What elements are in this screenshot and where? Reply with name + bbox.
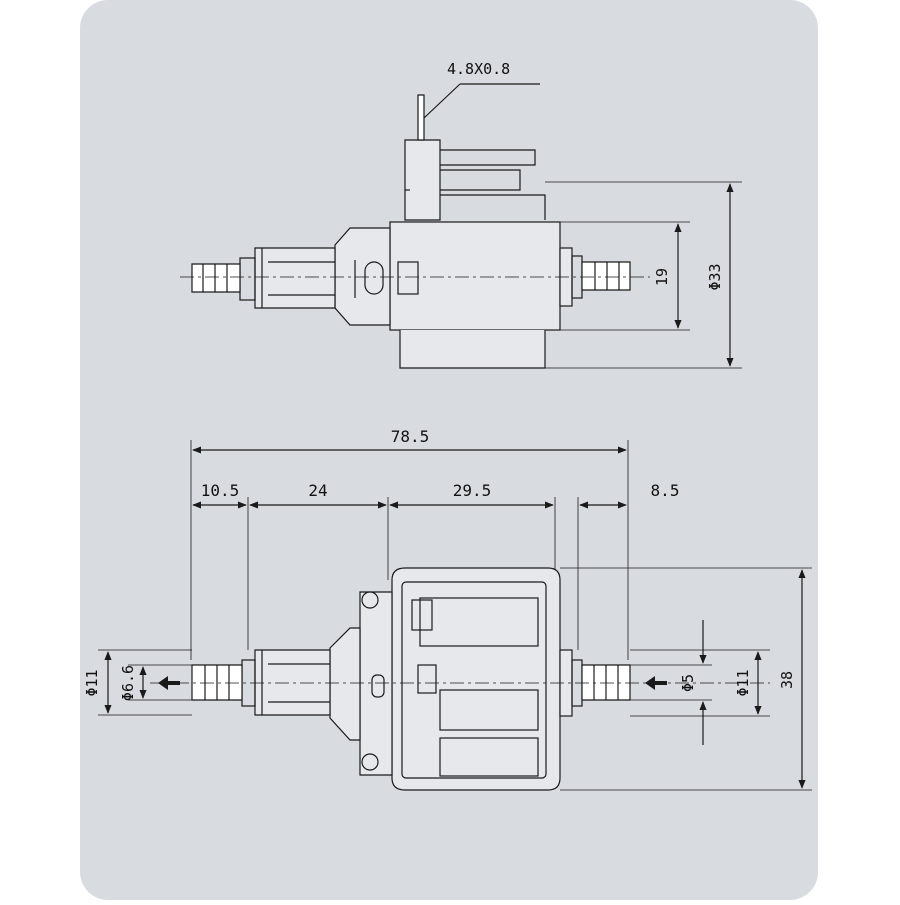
- dim-body-length-label: 29.5: [453, 481, 492, 500]
- dim-phi33-label: Φ33: [706, 263, 724, 290]
- dim-neck-length-label: 24: [308, 481, 327, 500]
- pump-body: [391, 567, 561, 791]
- arrow-left-icon: [645, 676, 667, 690]
- dim-19-label: 19: [653, 268, 671, 286]
- dim-inlet-inner-label: Φ6.6: [119, 665, 137, 701]
- neck-cone: [334, 227, 391, 326]
- inlet-tube-bottom: [254, 649, 331, 716]
- dim-outlet-outer-label: Φ11: [734, 669, 752, 696]
- outlet-barb: [581, 261, 631, 291]
- dim-outlet-length-label: 8.5: [651, 481, 680, 500]
- dim-height-label: 38: [778, 671, 796, 689]
- dim-overall-label: 78.5: [391, 427, 430, 446]
- inlet-barb: [191, 263, 241, 293]
- dim-outlet-inner-label: Φ5: [679, 674, 697, 692]
- coil-body: [389, 221, 561, 331]
- bottom-view: [98, 440, 812, 791]
- arrow-left-icon: [158, 676, 180, 690]
- inlet-tube: [254, 247, 336, 309]
- dim-inlet-outer-label: Φ11: [83, 669, 101, 696]
- dim-inlet-length-label: 10.5: [201, 481, 240, 500]
- terminal-housing: [404, 139, 441, 221]
- terminal-pin: [417, 94, 425, 141]
- neck-cone-bottom: [329, 627, 361, 741]
- terminal-size-label: 4.8X0.8: [447, 60, 510, 78]
- top-view: [180, 83, 742, 369]
